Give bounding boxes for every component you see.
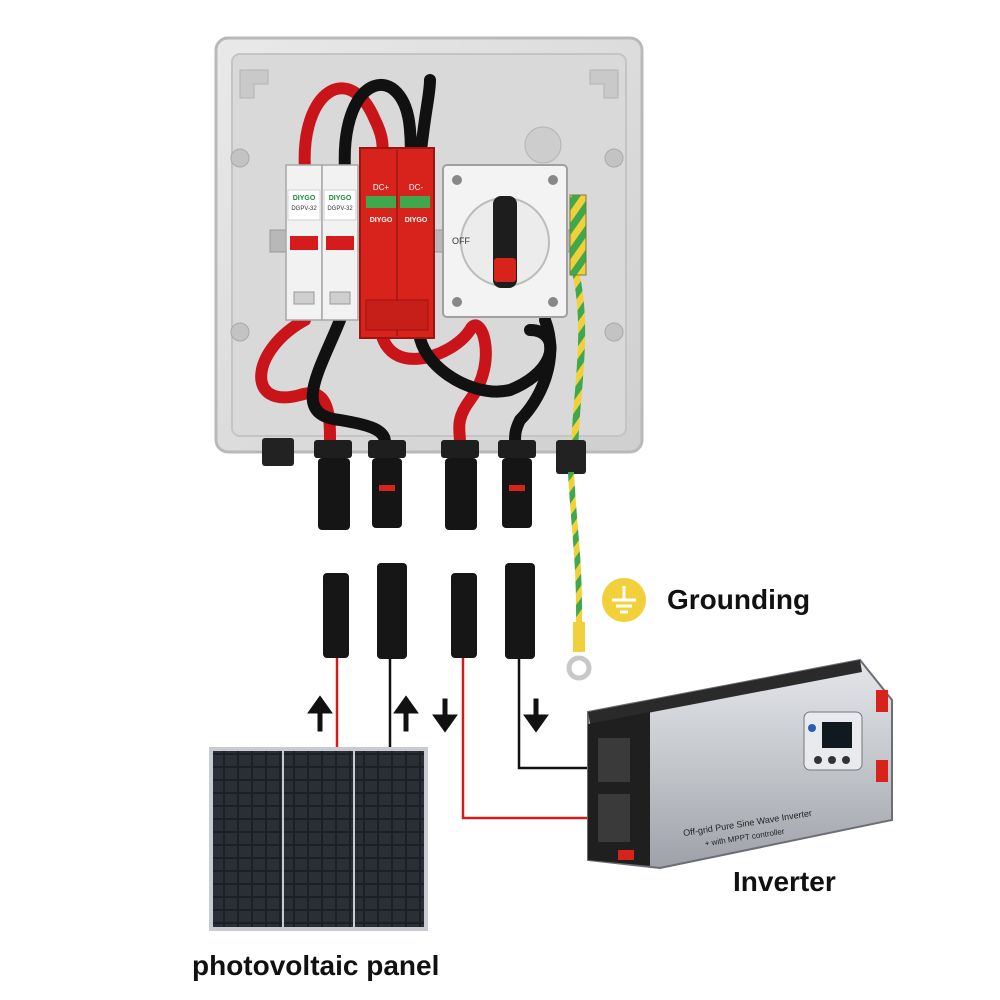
box-mc4-connectors: [318, 458, 532, 530]
isolator-switch: OFF: [442, 164, 568, 318]
arrow-down-icon: [523, 698, 549, 733]
loose-mc4-connectors: [323, 563, 535, 659]
breaker-model-2: DGPV-32: [327, 206, 353, 212]
inverter-label: Inverter: [733, 866, 836, 897]
spd-neg-label: DC-: [409, 183, 424, 192]
external-wires: [335, 658, 600, 820]
surge-protector: DC+ DC- DIYGO DIYGO: [359, 147, 435, 339]
inverter: Off-grid Pure Sine Wave Inverter + with …: [587, 658, 893, 870]
ground-symbol-icon: [602, 578, 646, 622]
breaker-brand-1: DIYGO: [293, 195, 316, 202]
dc-breaker-1: DIYGO DGPV-32: [285, 164, 323, 321]
grounding-label: Grounding: [667, 584, 811, 615]
isolator-off-label: OFF: [452, 236, 470, 246]
ground-terminal: [569, 194, 587, 276]
dc-breaker-2: DIYGO DGPV-32: [321, 164, 359, 321]
arrow-up-icon: [393, 695, 419, 732]
photovoltaic-panel: [209, 747, 428, 931]
spd-brand-2: DIYGO: [405, 217, 428, 224]
breaker-model-1: DGPV-32: [291, 206, 317, 212]
box-glands: [262, 438, 586, 474]
arrow-up-icon: [307, 695, 333, 732]
photovoltaic-panel-label: photovoltaic panel: [192, 950, 440, 981]
arrow-down-icon: [432, 698, 458, 733]
spd-pos-label: DC+: [373, 183, 390, 192]
ground-wire: [566, 471, 592, 681]
breaker-brand-2: DIYGO: [329, 195, 352, 202]
spd-brand-1: DIYGO: [370, 217, 393, 224]
